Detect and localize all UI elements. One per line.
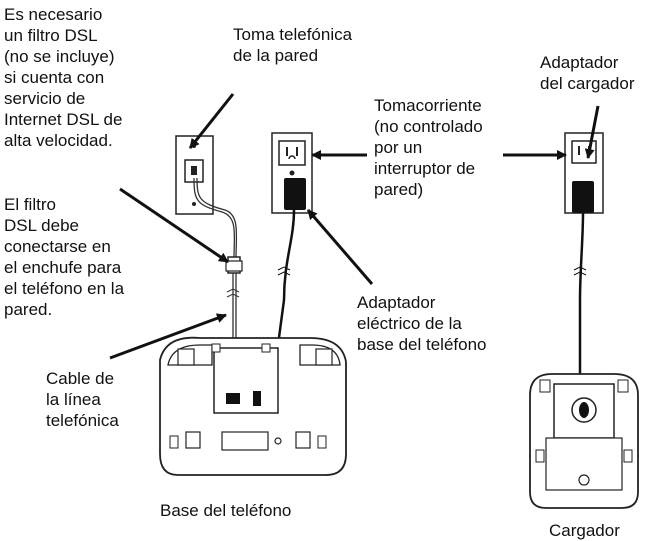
base-caption: Base del teléfono — [160, 501, 292, 520]
arrow-to-base-power-adapter — [306, 209, 374, 285]
phone-cord-upper — [193, 177, 236, 259]
arrow-to-dsl-filter — [119, 187, 229, 264]
base-power-adapter — [284, 178, 306, 210]
base-power-cord — [270, 209, 296, 391]
charger-adapter — [572, 181, 594, 213]
dsl-filter — [225, 256, 243, 274]
arrow-to-charger-adapter — [584, 105, 600, 159]
dsl-note-label: Es necesario un filtro DSL (no se incluy… — [4, 5, 123, 150]
filter-note-label: El filtro DSL debe conectarse en el ench… — [4, 195, 125, 319]
charger-power-cord — [578, 212, 585, 375]
outlet-label: Tomacorriente (no controlado por un inte… — [374, 96, 483, 199]
wall-jack-plate — [175, 135, 214, 215]
wall-jack-label: Toma telefónica de la pared — [233, 25, 353, 65]
arrow-to-wall-jack — [188, 93, 235, 149]
charger-adapter-label: Adaptador del cargador — [540, 53, 635, 93]
base-power-adapter-label: Adaptador eléctrico de la base del teléf… — [357, 293, 487, 354]
charger — [529, 373, 639, 509]
arrow-to-phone-line-cord — [109, 313, 227, 360]
charger-caption: Cargador — [549, 521, 620, 540]
telephone-base — [159, 336, 347, 476]
phone-line-cord-label: Cable de la línea telefónica — [46, 369, 119, 430]
